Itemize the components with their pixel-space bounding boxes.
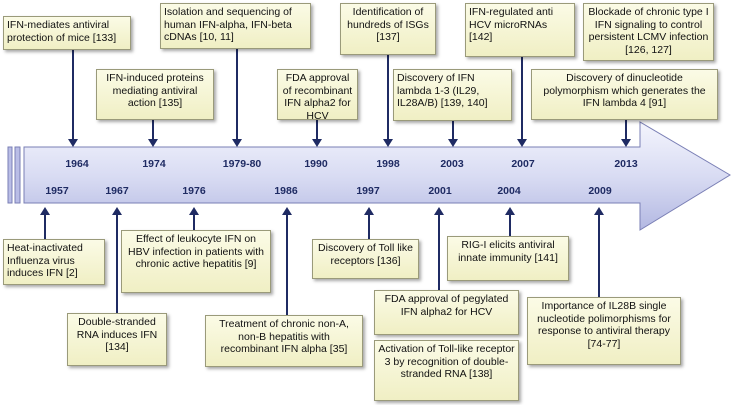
year-label-2007: 2007 (511, 158, 535, 170)
event-box-2001-tlr3: Activation of Toll-like receptor 3 by re… (374, 340, 519, 401)
year-label-2013: 2013 (614, 158, 638, 170)
event-box-2013-lambda4: Discovery of dinucleotide polymorphism w… (531, 69, 718, 120)
connector-1997 (368, 215, 370, 239)
event-box-2009: Importance of IL28B single nucleotide po… (527, 297, 681, 365)
connector-2001 (438, 215, 440, 290)
connector-2003 (452, 120, 454, 139)
connector-2007 (521, 57, 523, 139)
connector-1974 (152, 120, 154, 139)
event-box-1957: Heat-inactivated Influenza virus induces… (3, 239, 105, 285)
year-label-1998: 1998 (376, 158, 400, 170)
year-label-1990: 1990 (304, 158, 328, 170)
event-box-2004: RIG-I elicits antiviral innate immunity … (447, 236, 569, 281)
year-label-1979-80: 1979-80 (222, 158, 262, 170)
event-box-1986: Treatment of chronic non-A, non-B hepati… (205, 315, 363, 367)
connector-1964 (72, 50, 74, 139)
year-label-1967: 1967 (105, 185, 129, 197)
event-box-2001-fda: FDA approval of pegylated IFN alpha2 for… (374, 290, 519, 335)
connector-1957 (44, 215, 46, 239)
year-label-1974: 1974 (142, 158, 166, 170)
arrowhead-1986 (282, 207, 292, 215)
event-box-1967: Double-stranded RNA induces IFN [134] (67, 313, 167, 366)
event-box-1997: Discovery of Toll like receptors [136] (312, 239, 419, 279)
arrowhead-1976 (189, 207, 199, 215)
event-box-1990: FDA approval of recombinant IFN alpha2 f… (277, 69, 358, 122)
arrowhead-1967 (112, 207, 122, 215)
connector-1976 (193, 215, 195, 230)
connector-2004 (509, 215, 511, 236)
year-label-1976: 1976 (182, 185, 206, 197)
arrowhead-1964 (68, 139, 78, 147)
year-label-1986: 1986 (274, 185, 298, 197)
year-label-2001: 2001 (428, 185, 452, 197)
arrowhead-2007 (517, 139, 527, 147)
arrowhead-2004 (505, 207, 515, 215)
arrowhead-1998 (383, 139, 393, 147)
event-box-2013-lcmv: Blockade of chronic type I IFN signaling… (583, 3, 714, 61)
arrowhead-1979-80 (232, 139, 242, 147)
arrowhead-2013 (621, 139, 631, 147)
connector-1998 (387, 55, 389, 139)
connector-1967 (116, 215, 118, 313)
year-label-1997: 1997 (356, 185, 380, 197)
event-box-2007: IFN-regulated anti HCV microRNAs [142] (465, 3, 575, 57)
arrowhead-2003 (448, 139, 458, 147)
year-label-1964: 1964 (65, 158, 89, 170)
arrowhead-1990 (312, 139, 322, 147)
arrowhead-1957 (40, 207, 50, 215)
connector-1990 (316, 120, 318, 139)
arrowhead-2001 (434, 207, 444, 215)
event-box-1979-80: Isolation and sequencing of human IFN-al… (160, 3, 311, 49)
connector-2009 (598, 215, 600, 297)
arrowhead-1974 (148, 139, 158, 147)
event-box-1976: Effect of leukocyte IFN on HBV infection… (121, 230, 271, 293)
connector-2013 (625, 120, 627, 139)
year-label-2004: 2004 (497, 185, 521, 197)
arrowhead-1997 (364, 207, 374, 215)
event-box-1974: IFN-induced proteins mediating antiviral… (96, 69, 214, 120)
arrowhead-2009 (594, 207, 604, 215)
event-box-2003: Discovery of IFN lambda 1-3 (IL29, IL28A… (393, 69, 512, 121)
event-box-1998: Identification of hundreds of ISGs [137] (340, 3, 436, 55)
year-label-2009: 2009 (588, 185, 612, 197)
event-box-1964: IFN-mediates antiviral protection of mic… (3, 16, 131, 50)
connector-1986 (286, 215, 288, 315)
year-label-2003: 2003 (440, 158, 464, 170)
connector-1979-80 (236, 48, 238, 139)
year-label-1957: 1957 (45, 185, 69, 197)
